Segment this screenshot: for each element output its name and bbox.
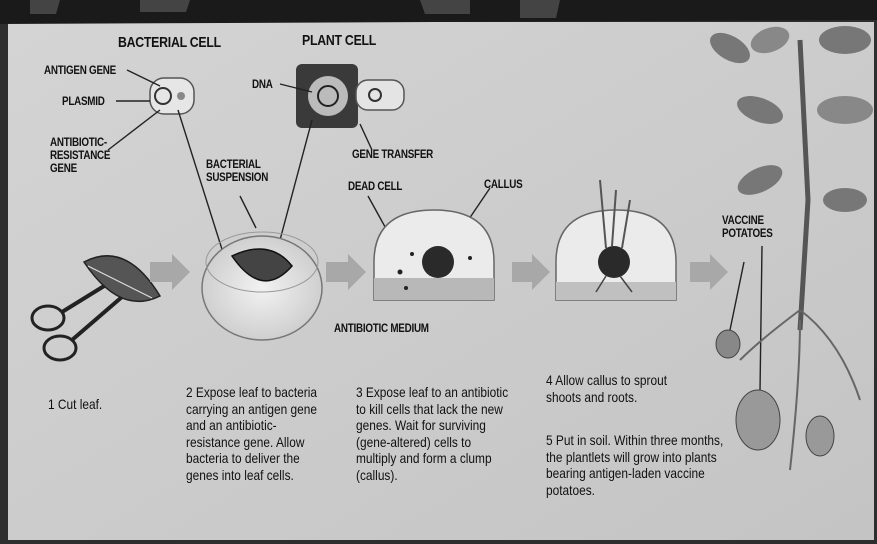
label-dna: DNA — [252, 78, 273, 91]
label-vaccine-potatoes: VACCINE POTATOES — [722, 214, 788, 240]
label-dead-cell: DEAD CELL — [348, 180, 402, 193]
label-plasmid: PLASMID — [62, 95, 105, 108]
label-bacterial-cell: BACTERIAL CELL — [118, 36, 221, 49]
step-4-caption: 4 Allow callus to sprout shoots and root… — [546, 372, 697, 405]
label-antibiotic-medium: ANTIBIOTIC MEDIUM — [334, 322, 429, 335]
label-plant-cell: PLANT CELL — [302, 34, 376, 47]
label-antigen-gene: ANTIGEN GENE — [44, 64, 116, 77]
step-2-caption: 2 Expose leaf to bacteria carrying an an… — [186, 384, 324, 483]
step-3-caption: 3 Expose leaf to an antibiotic to kill c… — [356, 384, 511, 483]
bacterial-cell-icon — [150, 78, 194, 114]
step-5-caption: 5 Put in soil. Within three months, the … — [546, 432, 725, 498]
label-gene-transfer: GENE TRANSFER — [352, 148, 433, 161]
step-1-caption: 1 Cut leaf. — [48, 396, 167, 413]
dish-antibiotic-medium — [374, 210, 494, 300]
label-bacterial-suspension: BACTERIAL SUSPENSION — [206, 158, 296, 184]
label-antibiotic-resistance-gene: ANTIBIOTIC-RESISTANCE GENE — [50, 136, 116, 175]
label-callus: CALLUS — [484, 178, 522, 191]
